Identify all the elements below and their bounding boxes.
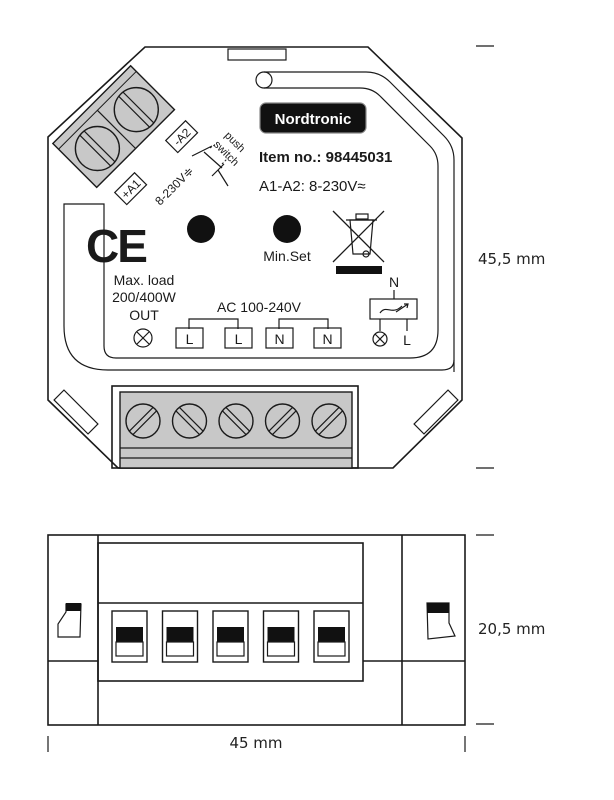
dimension-height-top: 45,5 mm [476, 45, 545, 469]
out-label: OUT [129, 307, 159, 323]
housing-outline [47, 46, 463, 469]
top-slot [227, 48, 287, 61]
lamp-icon [372, 331, 388, 347]
svg-text:N: N [274, 331, 284, 347]
height-side-label: 20,5 mm [478, 620, 545, 638]
clip-left [57, 603, 82, 638]
terminal-n-1: N [265, 327, 294, 349]
latch-left [53, 389, 99, 435]
terminal-a1-label: +A1 [118, 176, 143, 201]
dimension-width: 45 mm [47, 734, 466, 752]
side-view [47, 534, 466, 726]
min-set-button[interactable] [273, 215, 301, 243]
item-number: Item no.: 98445031 [259, 149, 392, 166]
wire-entry-slot [262, 610, 300, 663]
screw-icon [171, 403, 208, 439]
svg-text:L: L [186, 331, 194, 347]
wire-entry-slot [313, 610, 350, 663]
screw-icon [74, 125, 121, 172]
input-spec: A1-A2: 8-230V≈ [259, 178, 366, 195]
height-top-label: 45,5 mm [478, 250, 545, 268]
screw-icon [218, 403, 254, 439]
control-voltage-label: 8-230V≑ [152, 164, 196, 208]
dimmer-icon [369, 298, 418, 320]
screw-icon [311, 403, 347, 439]
channel-outer [264, 71, 455, 372]
svg-text:N: N [322, 331, 332, 347]
screw-icon [125, 403, 161, 439]
max-load-line1: Max. load [114, 272, 175, 288]
side-outline [47, 534, 466, 726]
screw-icon [264, 403, 301, 439]
screw-icon [113, 86, 159, 133]
wire-entry-slot [111, 610, 148, 663]
lamp-icon [133, 328, 153, 348]
channel-hole [255, 71, 273, 89]
wiring-n-label: N [389, 274, 399, 290]
dimension-height-side: 20,5 mm [476, 534, 545, 725]
terminal-a1-box: +A1 [113, 171, 148, 206]
min-set-label: Min.Set [263, 248, 311, 264]
wiring-l-label: L [403, 332, 411, 348]
channel-inner [63, 87, 455, 371]
terminal-l-2: L [224, 327, 253, 349]
push-switch-icon [191, 143, 229, 187]
width-label: 45 mm [229, 734, 282, 752]
wire-entry-slot [161, 610, 199, 663]
terminal-a2-label: -A2 [170, 125, 193, 148]
terminal-a2-box: -A2 [164, 119, 199, 154]
button-dot-left[interactable] [187, 215, 215, 243]
control-terminal-block [51, 64, 176, 189]
terminal-l-1: L [175, 327, 204, 349]
brand-logo: Nordtronic [259, 102, 367, 134]
ce-mark: CE [86, 220, 146, 272]
svg-text:L: L [235, 331, 243, 347]
max-load-line2: 200/400W [112, 289, 177, 305]
wire-entry-slot [212, 610, 249, 663]
latch-right [413, 389, 459, 435]
terminal-n-2: N [313, 327, 342, 349]
terminal-bridges [188, 318, 329, 329]
weee-crossed-bin-icon [332, 210, 385, 274]
brand-name: Nordtronic [275, 111, 352, 128]
clip-right [426, 602, 456, 640]
ac-supply-label: AC 100-240V [217, 299, 302, 315]
top-view: +A1 -A2 8-230V≑ push switch Nordtronic I… [47, 46, 463, 469]
